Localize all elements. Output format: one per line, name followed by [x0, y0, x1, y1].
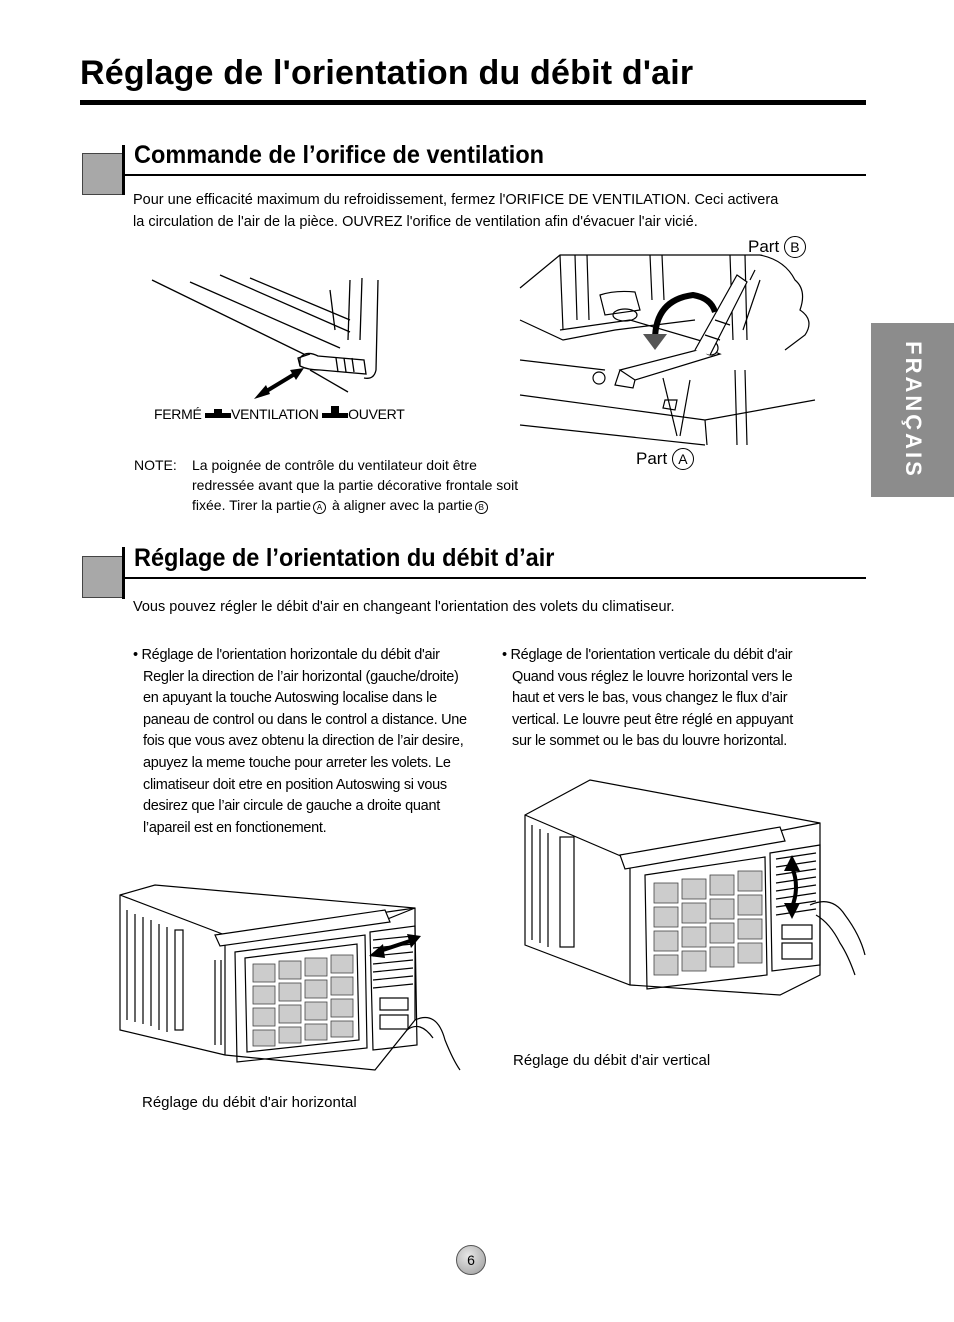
label-ventilation: VENTILATION — [231, 406, 319, 422]
instruction-line: vertical. Le louvre peut être réglé en a… — [512, 711, 793, 728]
double-arrow-icon — [254, 368, 304, 399]
page-number: 6 — [456, 1245, 486, 1275]
horizontal-double-arrow-icon — [369, 934, 421, 958]
instruction-line: • Réglage de l'orientation verticale du … — [502, 647, 793, 663]
note-label: NOTE: — [134, 457, 177, 473]
instruction-line: • Réglage de l'orientation horizontale d… — [133, 647, 440, 663]
section2-intro: Vous pouvez régler le débit d'air en cha… — [133, 599, 675, 615]
instruction-line: apuyez la meme touche pour arreter les v… — [143, 754, 451, 771]
section1-intro-line1: Pour une efficacité maximum du refroidis… — [133, 192, 779, 208]
ac-horizontal-illustration — [119, 884, 461, 1071]
instruction-line: desirez que l’air circule de gauche a dr… — [143, 798, 440, 815]
vertical-double-arrow-icon — [784, 855, 800, 919]
note-text: La poignée de contrôle du ventilateur do… — [192, 455, 572, 515]
caption-horizontal: Réglage du débit d'air horizontal — [142, 1094, 357, 1111]
section1-title: Commande de l’orifice de ventilation — [134, 141, 545, 169]
front-panel-parts-illustration — [519, 254, 816, 446]
instruction-line: en apuyant la touche Autoswing localise … — [143, 690, 437, 707]
instruction-line: fois que vous avez obtenu la direction d… — [143, 733, 464, 750]
instruction-line: paneau de control ou dans le control a d… — [143, 711, 467, 728]
instruction-line: Regler la direction de l’air horizontal … — [143, 668, 459, 685]
section1-marker-line — [122, 145, 125, 195]
part-b-circle: B — [783, 236, 806, 258]
closed-indicator-icon — [205, 409, 232, 418]
section2-title: Réglage de l’orientation du débit d’air — [134, 544, 555, 572]
section1-intro: Pour une efficacité maximum du refroidis… — [133, 190, 863, 233]
title-rule — [80, 100, 866, 105]
vent-position-labels: FERMÉ VENTILATION OUVERT — [154, 404, 405, 424]
ac-vertical-illustration — [524, 779, 866, 996]
vent-lever-illustration — [151, 274, 379, 399]
open-indicator-icon — [322, 406, 349, 418]
instruction-line: Quand vous réglez le louvre horizontal v… — [512, 668, 793, 685]
section2-marker — [82, 556, 124, 598]
section2-rule — [122, 577, 866, 579]
instruction-line: haut et vers le bas, vous changez le flu… — [512, 690, 788, 707]
instruction-line: sur le sommet ou le bas du louvre horizo… — [512, 733, 788, 750]
language-tab-label: FRANÇAIS — [900, 341, 926, 479]
note-line1: La poignée de contrôle du ventilateur do… — [192, 457, 477, 473]
section1-intro-line2: la circulation de l'air de la pièce. OUV… — [133, 213, 698, 230]
instruction-line: l’apareil est en fonctionement. — [143, 819, 327, 836]
part-a-circle: A — [671, 448, 694, 470]
section2-marker-line — [122, 547, 125, 599]
caption-vertical: Réglage du débit d'air vertical — [513, 1052, 711, 1069]
rotate-arrow-icon — [643, 291, 718, 350]
label-ouvert: OUVERT — [348, 406, 405, 422]
part-a-label: Part A — [636, 448, 694, 470]
instruction-line: climatiseur doit etre en position Autosw… — [143, 776, 447, 793]
note-part-b-circle: B — [474, 501, 488, 514]
part-b-label: Part B — [748, 236, 806, 258]
label-ferme: FERMÉ — [154, 406, 202, 422]
page-title: Réglage de l'orientation du débit d'air — [80, 54, 694, 92]
horizontal-airflow-instructions: • Réglage de l'orientation horizontale d… — [133, 645, 493, 839]
vertical-airflow-instructions: • Réglage de l'orientation verticale du … — [502, 645, 862, 753]
section1-marker — [82, 153, 124, 195]
note-part-a-circle: A — [313, 501, 327, 514]
language-tab: FRANÇAIS — [871, 323, 954, 497]
note-line2: redressée avant que la partie décorative… — [192, 477, 519, 493]
section1-rule — [122, 174, 866, 176]
